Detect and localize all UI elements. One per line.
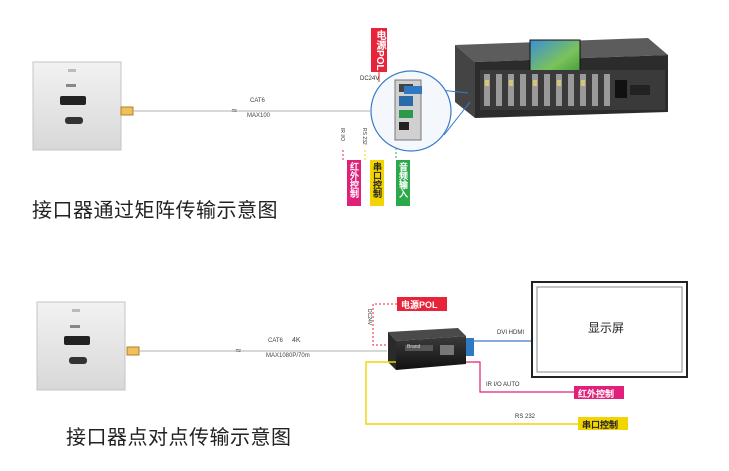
badge-ir-2: [574, 386, 624, 399]
diagram2-cable-label-2: MAX1080P/70m: [266, 353, 310, 359]
rs232-cable-2: [365, 361, 578, 425]
diagram2-power-label: 电源POL: [401, 300, 438, 310]
diagram1-power-label: 电源POL: [374, 30, 385, 71]
power-badge-2: [397, 297, 447, 311]
badge-serial-1: [370, 160, 384, 206]
diagram1-cable-label-1: CAT6: [250, 98, 265, 104]
diagram2-cable-label-1: CAT6: [268, 338, 283, 344]
diagram1-rs-label: RS 232: [361, 128, 367, 145]
wall-plate-2: [36, 301, 126, 391]
svg-text:≈: ≈: [235, 346, 242, 355]
diagram2-dc-label: DC24V: [366, 309, 372, 326]
badge-ir-1: [347, 160, 361, 206]
diagram2-device-text: Brand: [407, 344, 421, 350]
power-badge-1: [371, 28, 387, 72]
diagram2-dvi-label: DVI HDMI: [497, 330, 524, 336]
badge-audio-1: [396, 160, 410, 206]
extender-receiver: [388, 328, 474, 370]
diagram2-title: 接口器点对点传输示意图: [66, 427, 292, 449]
diagram1-badge-serial: 串口控制: [372, 162, 382, 198]
diagram1-badge-audio: 音频输入: [398, 162, 408, 198]
badge-serial-2: [578, 417, 628, 430]
diagram1-cable-label-2: MAX100: [247, 113, 271, 119]
usb-port-icon: [65, 117, 83, 124]
zoom-callout: [370, 70, 452, 152]
matrix-switcher: [455, 38, 668, 118]
diagram2-ir-label: IR I/O AUTO: [486, 382, 520, 388]
diagram1-title: 接口器通过矩阵传输示意图: [32, 200, 278, 222]
rj45-connector-icon: [120, 106, 134, 116]
diagram2-cable-label-4k: 4K: [292, 337, 301, 344]
hdmi-port-icon: [64, 336, 90, 345]
diagram2-display-label: 显示屏: [588, 321, 625, 335]
diagram1-dc-label: DC24V: [360, 76, 380, 82]
usb-port-icon: [69, 357, 87, 364]
diagram1-ir-label: IR I/O: [339, 128, 345, 142]
display-screen: [531, 281, 688, 378]
rj45-connector-icon: [126, 346, 140, 356]
diagram1-badge-ir: 红外控制: [349, 162, 359, 198]
ir-cable-2: [466, 361, 574, 393]
diagram2-rs-label: RS 232: [515, 414, 536, 420]
svg-text:≈: ≈: [231, 106, 238, 115]
hdmi-port-icon: [60, 96, 86, 105]
wall-plate-1: [32, 61, 122, 151]
diagram2-badge-serial: 串口控制: [582, 420, 619, 430]
diagram2-badge-ir: 红外控制: [578, 389, 615, 399]
